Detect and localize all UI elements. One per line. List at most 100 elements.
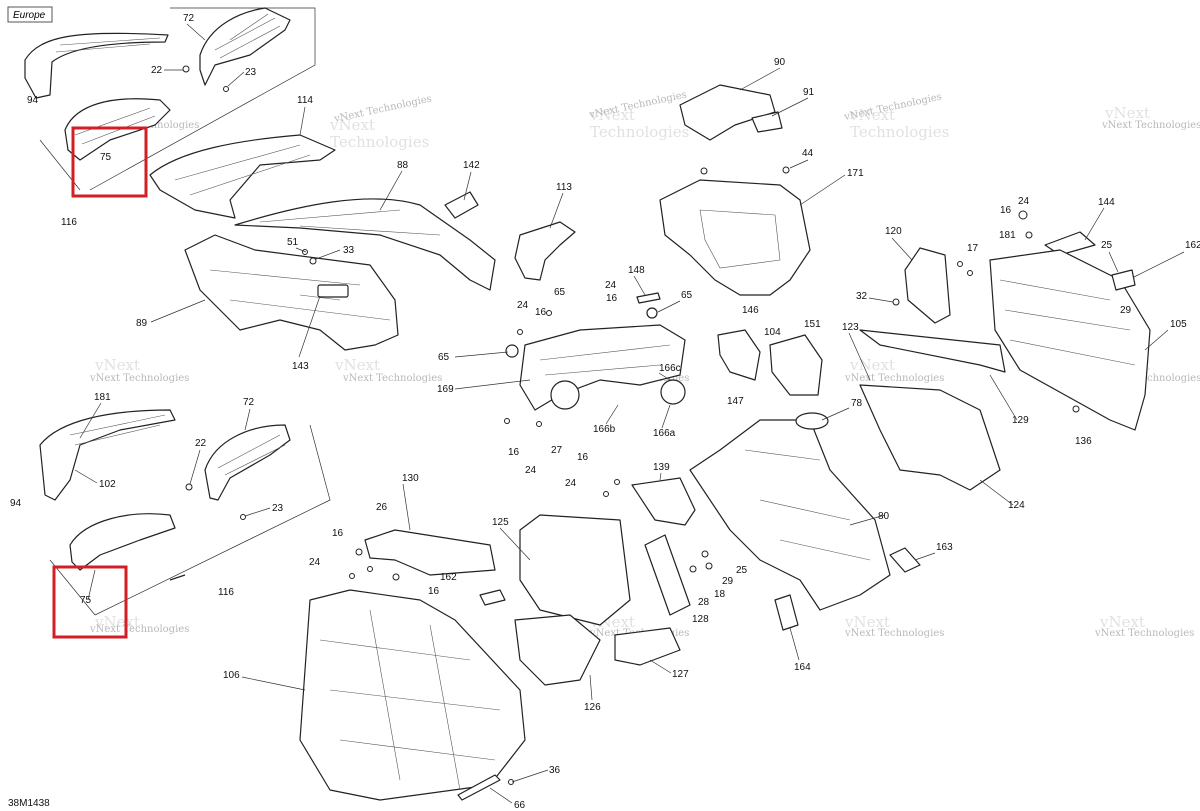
parts-layer bbox=[24, 7, 1151, 801]
leader-line bbox=[379, 170, 403, 211]
part-162b bbox=[479, 589, 506, 606]
callout-label: 89 bbox=[136, 318, 148, 329]
callout-label: 181 bbox=[94, 392, 111, 403]
fastener bbox=[223, 86, 229, 92]
lamp-166b bbox=[550, 380, 580, 410]
callout-label: 65 bbox=[554, 287, 566, 298]
callout-label: 24 bbox=[309, 557, 321, 568]
leader-line bbox=[87, 569, 96, 601]
part-detail bbox=[55, 37, 161, 53]
callout-label: 23 bbox=[245, 67, 257, 78]
watermark-big: vNext bbox=[1104, 104, 1150, 122]
leader-line bbox=[849, 514, 886, 526]
callout-label: 114 bbox=[297, 95, 313, 106]
fastener bbox=[309, 257, 317, 265]
leader-line bbox=[241, 676, 306, 691]
part-detail bbox=[539, 344, 671, 376]
leader-line bbox=[549, 192, 564, 229]
callout-label: 22 bbox=[151, 65, 163, 76]
region-tag-label: Europe bbox=[13, 10, 46, 21]
grommet-65 bbox=[505, 344, 519, 358]
side-panel-106 bbox=[299, 589, 526, 801]
leader-line bbox=[189, 449, 201, 485]
callout-label: 24 bbox=[525, 465, 537, 476]
side-panel-89 bbox=[184, 234, 399, 351]
leader-line bbox=[298, 295, 321, 358]
callout-label: 163 bbox=[936, 542, 953, 553]
leader-line bbox=[1108, 251, 1119, 273]
leader-line bbox=[1133, 251, 1185, 278]
fastener bbox=[614, 479, 620, 485]
fastener bbox=[782, 166, 790, 174]
watermark-big: Technologies bbox=[590, 123, 689, 141]
fastener bbox=[185, 483, 193, 491]
callout-label: 29 bbox=[722, 576, 734, 587]
fastener bbox=[182, 65, 190, 73]
part-66 bbox=[457, 774, 501, 801]
leader-line bbox=[244, 408, 251, 431]
leader-line bbox=[979, 479, 1014, 506]
callout-label: 164 bbox=[794, 662, 811, 673]
part-detail bbox=[699, 209, 781, 269]
panel-130 bbox=[364, 529, 496, 576]
callout-label: 125 bbox=[492, 517, 509, 528]
callout-label: 90 bbox=[774, 57, 786, 68]
panel-125 bbox=[519, 514, 631, 626]
watermark: vNext Technologies bbox=[1101, 373, 1200, 384]
callout-label: 16 bbox=[1000, 205, 1012, 216]
part-127 bbox=[614, 627, 681, 666]
callout-label: 25 bbox=[1101, 240, 1113, 251]
watermark: vNext Technologies bbox=[844, 373, 944, 384]
leader-line bbox=[454, 351, 509, 358]
leader-line bbox=[789, 627, 800, 661]
watermark: vNext Technologies bbox=[89, 624, 189, 635]
leader-line bbox=[499, 527, 531, 561]
leader-line bbox=[402, 483, 411, 531]
fastener bbox=[240, 514, 246, 520]
part-detail bbox=[217, 434, 286, 476]
watermark-big: vNext bbox=[589, 106, 635, 124]
part-detail bbox=[174, 144, 311, 196]
fastener bbox=[349, 573, 355, 579]
leader-line bbox=[789, 159, 809, 169]
part-143-badge bbox=[317, 284, 349, 298]
callout-label: 106 bbox=[223, 670, 240, 681]
part-detail bbox=[74, 107, 156, 145]
callout-label: 136 bbox=[1075, 436, 1092, 447]
callout-label: 129 bbox=[1012, 415, 1029, 426]
callout-label: 65 bbox=[681, 290, 693, 301]
handguard-part-94-bottom bbox=[39, 409, 176, 501]
leader-line bbox=[989, 374, 1018, 421]
fastener bbox=[705, 562, 713, 570]
callout-label: 51 bbox=[287, 237, 299, 248]
frame-80 bbox=[689, 419, 891, 611]
watermark-big: vNext bbox=[329, 116, 375, 134]
fastener bbox=[517, 329, 523, 335]
watermark-big: vNext bbox=[334, 356, 380, 374]
part-detail bbox=[69, 414, 166, 446]
grommet-65b bbox=[646, 307, 658, 319]
bracket-151 bbox=[769, 334, 823, 396]
fastener bbox=[603, 491, 609, 497]
part-163 bbox=[889, 547, 921, 573]
callout-label: 94 bbox=[27, 95, 39, 106]
part-128 bbox=[644, 534, 691, 616]
fastener bbox=[957, 261, 963, 267]
callout-label: 16 bbox=[428, 586, 440, 597]
leader-line bbox=[799, 174, 846, 206]
callout-label: 29 bbox=[1120, 305, 1132, 316]
fastener bbox=[1018, 210, 1028, 220]
callout-label: 120 bbox=[885, 226, 902, 237]
leader-line bbox=[891, 237, 913, 261]
watermark-big: Technologies bbox=[850, 123, 949, 141]
callout-label: 102 bbox=[99, 479, 116, 490]
callout-label: 162 bbox=[1185, 240, 1200, 251]
leader-line bbox=[295, 247, 307, 253]
leader-line bbox=[821, 407, 850, 421]
group-frame-line bbox=[49, 559, 96, 616]
watermark: vNext Technologies bbox=[342, 373, 442, 384]
callout-label: 16 bbox=[577, 452, 589, 463]
callout-label: 104 bbox=[764, 327, 781, 338]
leader-line bbox=[771, 97, 809, 117]
callout-label: 22 bbox=[195, 438, 207, 449]
